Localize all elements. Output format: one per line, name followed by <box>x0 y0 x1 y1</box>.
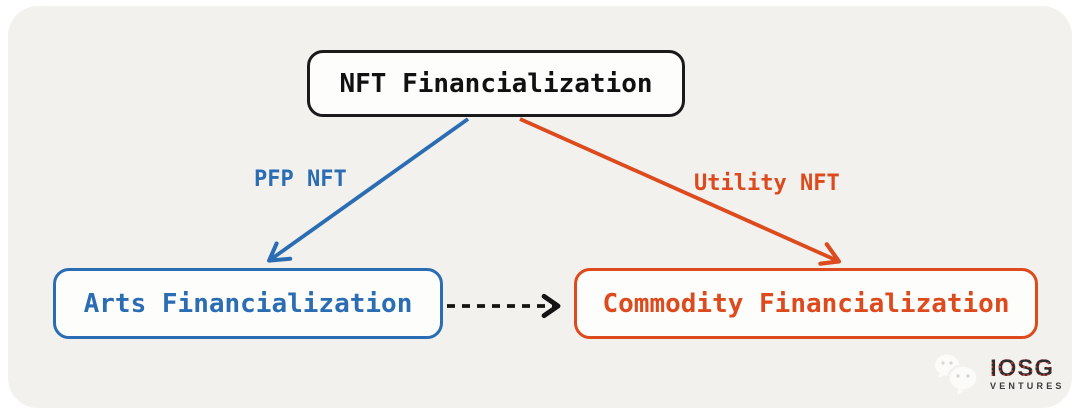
node-commodity-financialization-label: Commodity Financialization <box>602 288 1010 319</box>
wechat-icon <box>935 354 979 395</box>
iosg-logo-subtitle: VENTURES <box>990 381 1065 391</box>
edge-label-pfp-nft: PFP NFT <box>254 167 347 192</box>
iosg-logo: IOSG VENTURES <box>990 357 1065 391</box>
node-arts-financialization-label: Arts Financialization <box>83 288 413 319</box>
node-nft-financialization[interactable]: NFT Financialization <box>307 50 685 117</box>
edge-label-utility-nft: Utility NFT <box>694 171 840 196</box>
watermark-iosg-ventures: IOSG VENTURES <box>932 348 1072 400</box>
node-nft-financialization-label: NFT Financialization <box>339 68 653 99</box>
iosg-logo-brand: IOSG <box>990 355 1055 382</box>
node-commodity-financialization[interactable]: Commodity Financialization <box>574 268 1038 339</box>
node-arts-financialization[interactable]: Arts Financialization <box>53 268 443 339</box>
